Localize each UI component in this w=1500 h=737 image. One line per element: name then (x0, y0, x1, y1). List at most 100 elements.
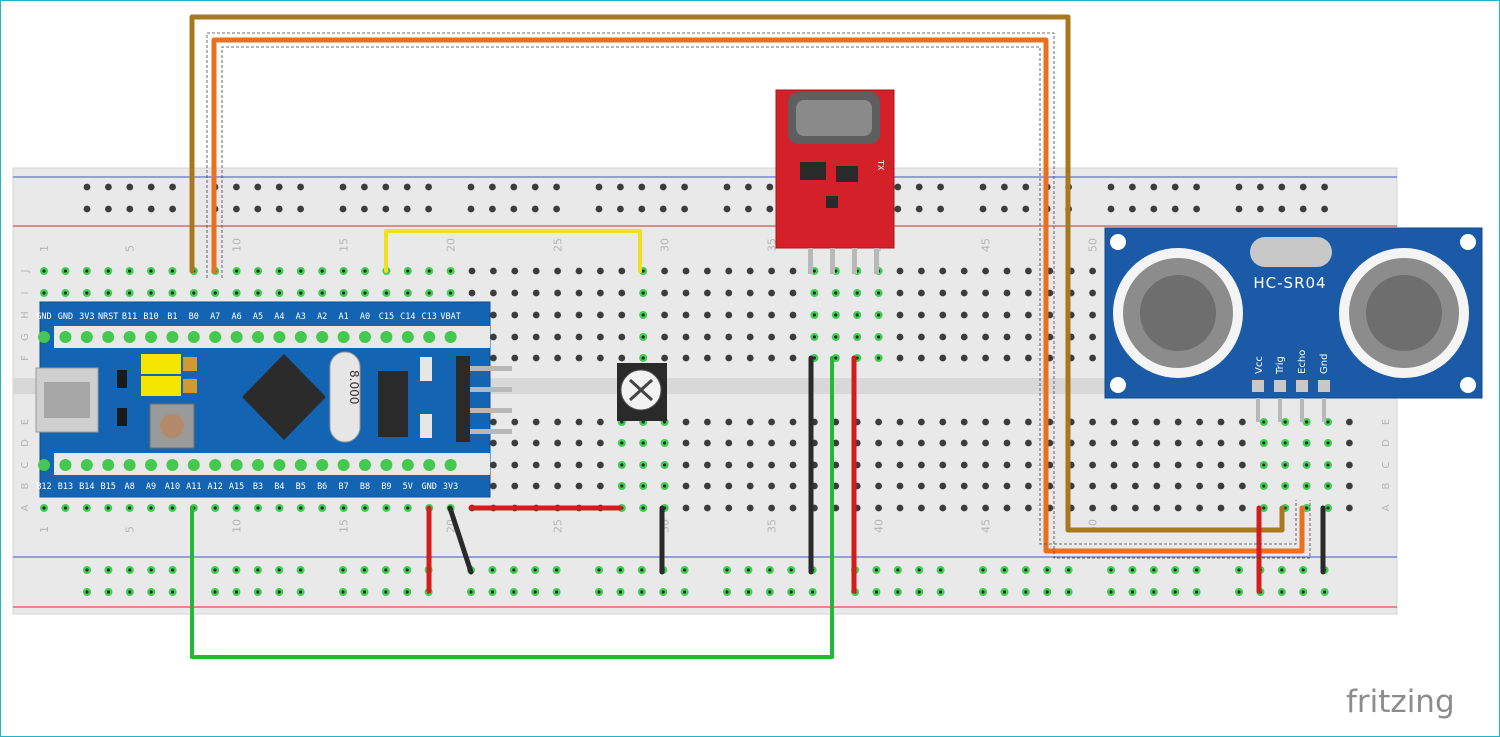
row-letter-label: E (1381, 419, 1392, 425)
breadboard-hole (725, 267, 733, 275)
stm32-top-pin-label: B10 (143, 312, 158, 322)
breadboard-hole (832, 504, 840, 512)
rail-hole (1235, 205, 1243, 213)
rail-hole (766, 205, 774, 213)
breadboard-hole (1025, 482, 1032, 490)
rail-hole (1193, 205, 1200, 213)
bottom-pin-header (54, 453, 490, 475)
breadboard-hole (575, 289, 583, 297)
breadboard-hole (918, 289, 925, 297)
breadboard-hole (618, 354, 626, 362)
breadboard-hole (704, 311, 711, 319)
breadboard-hole (554, 333, 561, 341)
rail-hole (681, 205, 688, 213)
column-number-label: 45 (980, 519, 993, 533)
breadboard-hole (789, 461, 797, 469)
breadboard-hole (982, 289, 989, 297)
stm32-top-pin-label: A2 (317, 312, 327, 322)
row-letter-label: C (1381, 461, 1392, 468)
rail-hole (531, 183, 539, 191)
stm32-header-pin (102, 459, 115, 471)
breadboard-hole (575, 267, 583, 275)
stm32-header-pin (209, 459, 222, 471)
breadboard-hole (896, 311, 904, 319)
sonar-crystal (1250, 237, 1332, 267)
breadboard-hole (768, 354, 775, 362)
wire-a10-to-rf-data (190, 356, 834, 659)
breadboard-hole (1089, 461, 1096, 469)
breadboard-hole (746, 461, 754, 469)
rail-hole (531, 205, 539, 213)
breadboard-hole (725, 461, 733, 469)
breadboard-hole (789, 289, 797, 297)
stm32-bottom-pin-label: B5 (296, 482, 306, 492)
breadboard-hole (1153, 418, 1161, 426)
stm32-header-pin (123, 459, 136, 471)
sonar-pin-label-vcc: Vcc (1254, 356, 1265, 374)
stm32-top-pin-label: A1 (338, 312, 348, 322)
breadboard-hole (575, 461, 583, 469)
breadboard-hole (918, 482, 925, 490)
breadboard-hole (960, 482, 968, 490)
breadboard-hole (746, 418, 754, 426)
breadboard-hole (1025, 267, 1032, 275)
rail-hole (553, 205, 560, 213)
breadboard-hole (768, 504, 775, 512)
column-number-label: 1 (38, 526, 51, 533)
rail-hole (361, 183, 368, 191)
rail-hole (595, 183, 603, 191)
breadboard-hole (960, 354, 968, 362)
breadboard-hole (1089, 311, 1096, 319)
breadboard-hole (532, 418, 540, 426)
rail-hole (1321, 205, 1328, 213)
breadboard-hole (1174, 439, 1182, 447)
breadboard-hole (1025, 354, 1032, 362)
rail-hole (489, 183, 496, 191)
reset-button-cap (160, 414, 184, 438)
rail-hole (169, 205, 177, 213)
rail-hole (1107, 183, 1115, 191)
rail-hole (1150, 183, 1158, 191)
stm32-pins (38, 331, 457, 471)
breadboard-hole (704, 333, 711, 341)
row-letter-label: G (20, 333, 31, 341)
rail-hole (1278, 205, 1286, 213)
breadboard-hole (746, 311, 754, 319)
stm32-header-pin (423, 459, 436, 471)
stm32-bottom-pin-label: A9 (146, 482, 156, 492)
breadboard-hole (960, 418, 968, 426)
breadboard-hole (789, 354, 797, 362)
breadboard-hole (1217, 418, 1225, 426)
breadboard-hole (982, 354, 989, 362)
breadboard-hole (896, 333, 904, 341)
breadboard-hole (704, 504, 711, 512)
rail-hole (638, 205, 646, 213)
stm32-top-pin-label: GND (36, 312, 51, 322)
breadboard-hole (832, 439, 840, 447)
wire-b1-to-trig (189, 14, 1285, 533)
breadboard-hole (918, 311, 925, 319)
breadboard-hole (1003, 504, 1011, 512)
stm32-top-pin-label: A3 (296, 312, 306, 322)
potentiometer (617, 363, 667, 421)
breadboard-hole (682, 354, 690, 362)
stm32-mcu-chip (242, 354, 326, 440)
row-letter-label: J (20, 270, 31, 274)
rail-hole (1129, 205, 1136, 213)
breadboard-hole (896, 461, 904, 469)
rail-hole (1321, 183, 1328, 191)
stm32-top-pin-label: A5 (253, 312, 263, 322)
rail-hole (510, 205, 518, 213)
wire-gnd-to-rail (447, 505, 474, 575)
stm32-header-pin (294, 459, 307, 471)
breadboard-hole (532, 439, 540, 447)
breadboard-hole (832, 461, 840, 469)
breadboard-hole (511, 461, 519, 469)
breadboard-hole (725, 439, 733, 447)
stm32-header-pin (252, 331, 264, 343)
column-number-label: 5 (124, 526, 137, 533)
breadboard-hole (1196, 439, 1203, 447)
breadboard-hole (511, 267, 519, 275)
stm32-top-pin-label: 3V3 (79, 312, 94, 322)
